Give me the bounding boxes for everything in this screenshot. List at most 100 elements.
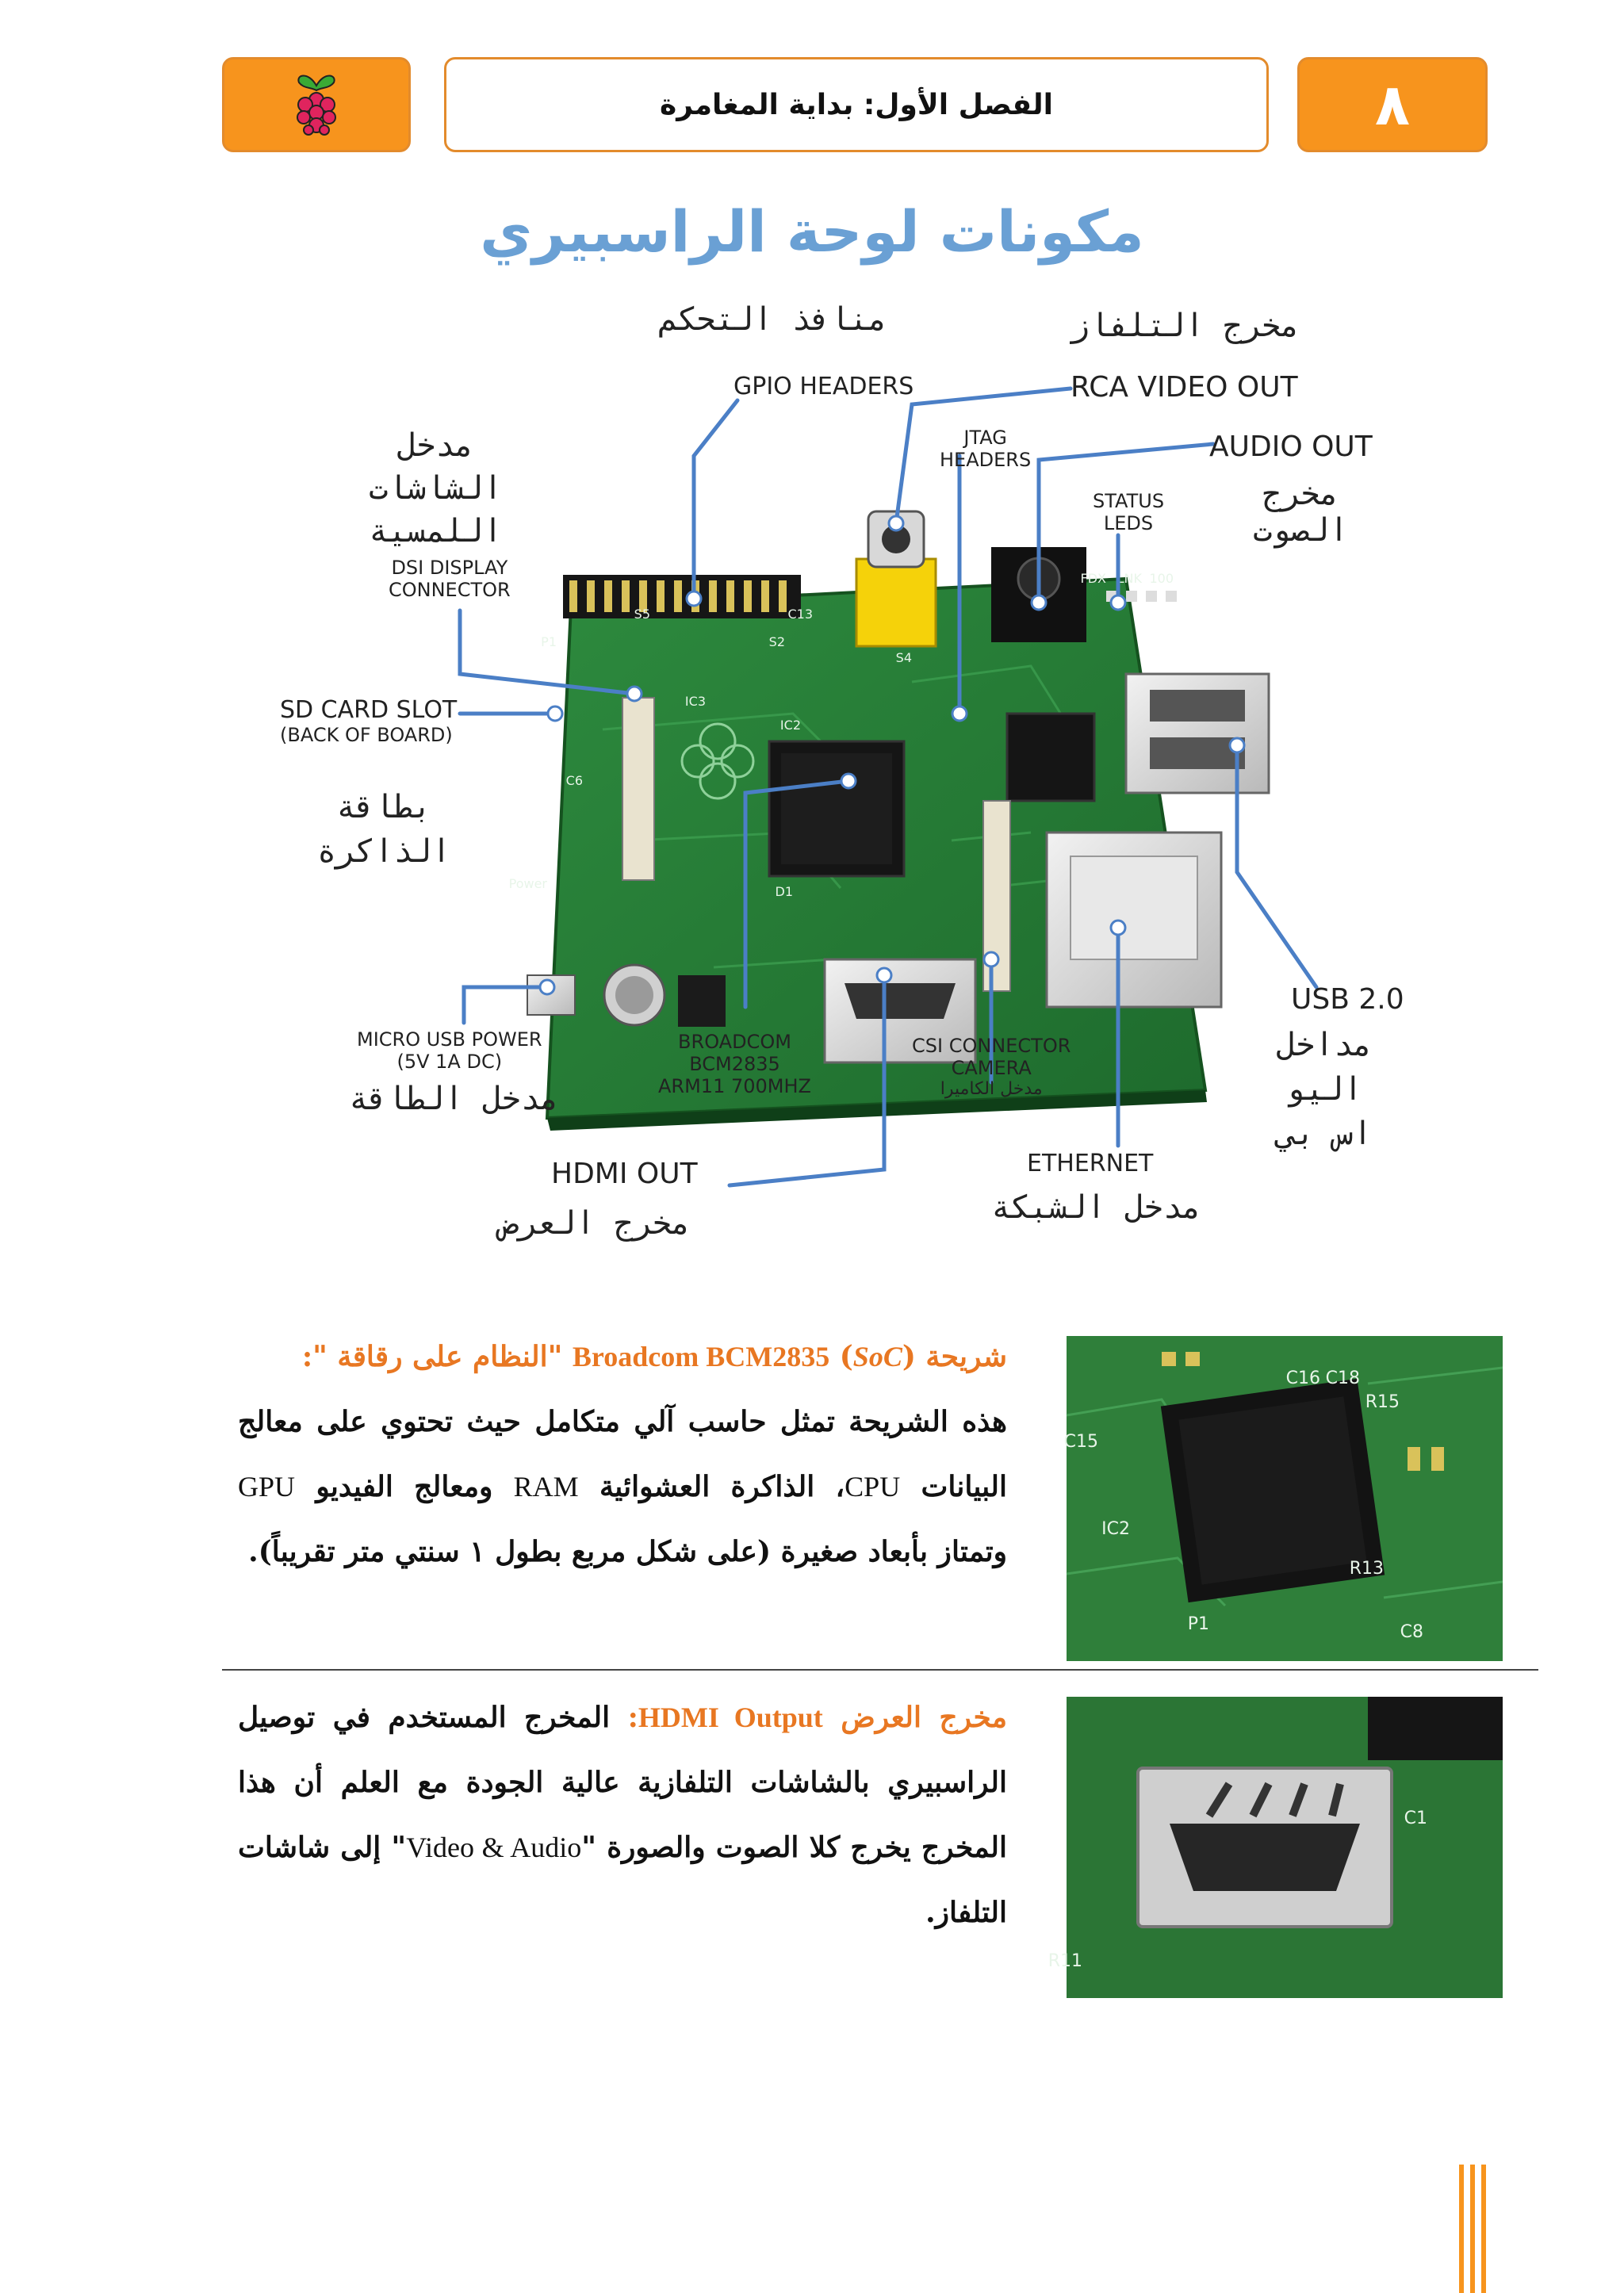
raspberry-pi-logo-icon [297, 75, 336, 136]
soc-body-4: وتمتاز بأبعاد صغيرة (على شكل مربع بطول ١… [248, 1535, 1007, 1568]
raspberry-pi-board-illustration: P1 S5 C13 S2 S4 IC2 IC3 C6 Power D1 FDX … [458, 386, 1319, 1188]
label-status: STATUS LEDS [1093, 490, 1164, 534]
page-number-box: ٨ [1297, 57, 1488, 152]
label-hdmi-en: HDMI OUT [551, 1158, 698, 1190]
label-gpio-ar: منافذ التحكم [658, 301, 887, 338]
label-power-ar: مدخل الطاقة [349, 1081, 559, 1117]
silk-p1: P1 [541, 634, 557, 649]
label-usb-ar-line3: اس بي [1277, 1116, 1373, 1152]
label-status-line2: LEDS [1103, 512, 1154, 534]
logo-box [222, 57, 411, 152]
soc-photo-silk-c15: C15 [1064, 1432, 1098, 1452]
silk-ic2: IC2 [780, 718, 801, 733]
label-audio-en: AUDIO OUT [1209, 431, 1373, 463]
hdmi-body-2: " إلى شاشات التلفاز. [238, 1831, 1007, 1929]
lan-chip [1005, 712, 1096, 802]
section-soc-text: شريحة (SoC) Broadcom BCM2835 "النظام على… [238, 1324, 1007, 1584]
hdmi-body-va: Video & Audio [406, 1832, 582, 1863]
soc-heading-mid: ) [829, 1340, 853, 1373]
soc-photo-illustration: C15 IC2 C16 C18 R15 R13 P1 C8 [1064, 1336, 1503, 1661]
label-gpio-en: GPIO HEADERS [733, 373, 914, 400]
label-rca-en: RCA VIDEO OUT [1071, 371, 1298, 404]
label-csi: CSI CONNECTOR CAMERA مدخل الكاميرا [912, 1035, 1071, 1099]
label-broadcom: BROADCOM BCM2835 ARM11 700MHZ [658, 1031, 811, 1097]
board-diagram: P1 S5 C13 S2 S4 IC2 IC3 C6 Power D1 FDX … [0, 285, 1624, 1269]
ethernet-port [1045, 831, 1223, 1009]
label-audio-ar: مخرج الصوت [1253, 476, 1348, 549]
label-power-en: MICRO USB POWER (5V 1A DC) [357, 1028, 542, 1073]
label-jtag: JTAG HEADERS [940, 427, 1031, 471]
callout-lines [458, 386, 1319, 1188]
label-usb-ar-line1: مداخل [1277, 1027, 1373, 1063]
soc-body-1: هذه الشريحة تمثل حاسب آلي متكامل حيث تحت… [238, 1405, 1008, 1503]
silk-fdx: FDX [1081, 571, 1107, 586]
label-broadcom-line2: BCM2835 [689, 1053, 780, 1075]
rca-video-connector [855, 510, 937, 648]
soc-chip [768, 740, 906, 878]
silk-100: 100 [1149, 571, 1174, 586]
silk-lnk: LNK [1117, 571, 1143, 586]
soc-heading-name: Broadcom BCM2835 [572, 1341, 830, 1372]
hdmi-photo: R11 C1 [1048, 1697, 1503, 1998]
soc-photo-silk-c18: C18 [1326, 1369, 1360, 1388]
dsi-connector [622, 697, 655, 881]
label-audio-ar-line2: الصوت [1253, 512, 1349, 549]
label-audio-ar-line1: مخرج [1262, 476, 1339, 512]
label-rca-ar: مخرج التلفاز [1071, 308, 1300, 344]
silk-s5: S5 [634, 607, 650, 622]
silk-c13: C13 [787, 607, 813, 622]
silk-ic3: IC3 [685, 694, 706, 709]
label-jtag-line1: JTAG [963, 427, 1007, 449]
label-usb-ar: مداخل اليو اس بي [1277, 1023, 1372, 1156]
soc-body-cpu: CPU [845, 1471, 901, 1503]
label-eth-en: ETHERNET [1027, 1150, 1154, 1177]
label-csi-line2: CAMERA [951, 1057, 1032, 1079]
hdmi-port [823, 958, 977, 1064]
label-csi-line1: CSI CONNECTOR [912, 1035, 1071, 1057]
hdmi-heading-ar: مخرج العرض [822, 1701, 1008, 1734]
label-power-en-line1: MICRO USB POWER [357, 1028, 542, 1051]
gpio-header-pins [563, 575, 801, 618]
soc-photo-silk-r13: R13 [1350, 1559, 1384, 1579]
hdmi-photo-silk-c1: C1 [1404, 1809, 1427, 1828]
soc-body-gpu: GPU [238, 1471, 296, 1503]
soc-heading-prefix: شريحة ( [902, 1340, 1007, 1373]
silk-s4: S4 [896, 650, 912, 665]
label-jtag-line2: HEADERS [940, 449, 1032, 471]
chapter-title-box: الفصل الأول: بداية المغامرة [444, 57, 1269, 152]
label-dsi-en-line2: CONNECTOR [389, 579, 511, 601]
silk-c6: C6 [566, 773, 583, 788]
decorative-side-bars [1459, 2165, 1486, 2293]
hdmi-heading-en: HDMI Output [638, 1702, 823, 1733]
capacitor [603, 963, 666, 1027]
label-dsi-en: DSI DISPLAY CONNECTOR [389, 557, 511, 601]
hdmi-body-1: المخرج المستخدم في توصيل الراسبيري بالشا… [238, 1701, 1007, 1864]
soc-body-3: ومعالج الفيديو [295, 1470, 514, 1503]
soc-photo-silk-r15: R15 [1365, 1392, 1400, 1412]
label-dsi-en-line1: DSI DISPLAY [391, 557, 508, 579]
section-hdmi-text: مخرج العرض HDMI Output: المخرج المستخدم … [238, 1685, 1007, 1945]
label-sd-en: SD CARD SLOT (BACK OF BOARD) [280, 696, 457, 746]
hdmi-photo-illustration: R11 C1 [1048, 1697, 1503, 1998]
usb-port [1124, 672, 1270, 794]
page-title: مكونات لوحة الراسبيري [480, 198, 1144, 265]
silk-d1: D1 [776, 884, 794, 899]
label-power-en-line2: (5V 1A DC) [396, 1051, 503, 1073]
soc-photo-silk-c16: C16 [1286, 1369, 1320, 1388]
label-sd-ar-line2: الذاكرة [317, 833, 451, 870]
label-dsi-ar: مدخل الشاشات اللمسية [369, 424, 503, 553]
soc-photo-silk-ic2: IC2 [1101, 1519, 1130, 1539]
label-hdmi-ar: مخرج العرض [500, 1205, 691, 1242]
callout-dots [538, 515, 1246, 996]
label-eth-ar: مدخل الشبكة [991, 1189, 1201, 1226]
label-sd-en-line2: (BACK OF BOARD) [280, 724, 453, 746]
soc-photo: C15 IC2 C16 C18 R15 R13 P1 C8 [1064, 1336, 1503, 1661]
voltage-regulator [678, 975, 726, 1027]
label-usb-en: USB 2.0 [1291, 983, 1404, 1016]
label-dsi-ar-line3: اللمسية [369, 513, 503, 549]
hdmi-photo-silk-r11: R11 [1048, 1951, 1082, 1971]
label-sd-en-line1: SD CARD SLOT [280, 696, 458, 724]
soc-photo-silk-c8: C8 [1400, 1622, 1423, 1642]
label-sd-ar-line1: بطاقة [336, 789, 432, 825]
silk-power: Power [509, 876, 548, 891]
